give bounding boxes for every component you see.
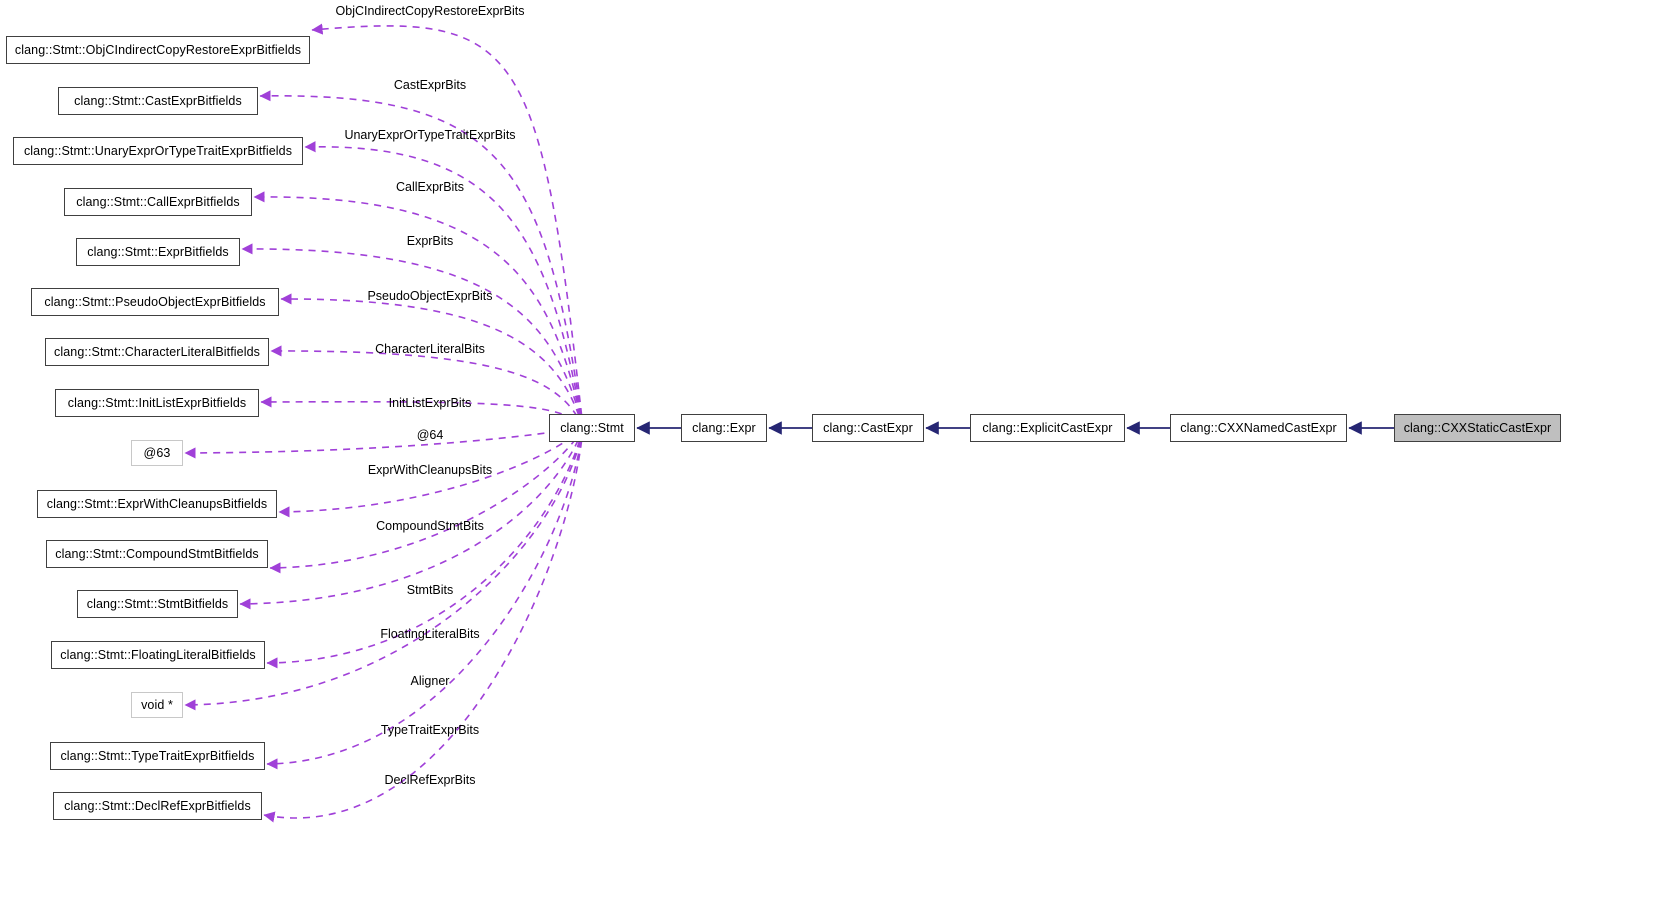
node-compoundstmtbf[interactable]: clang::Stmt::CompoundStmtBitfields — [46, 540, 268, 568]
node-cxxnamedcast[interactable]: clang::CXXNamedCastExpr — [1170, 414, 1347, 442]
edge-label-TypeTraitExprBits: TypeTraitExprBits — [380, 723, 480, 737]
node-voidptr[interactable]: void * — [131, 692, 183, 718]
node-objcindirect[interactable]: clang::Stmt::ObjCIndirectCopyRestoreExpr… — [6, 36, 310, 64]
edge-label-CharacterLiteralBits: CharacterLiteralBits — [375, 342, 485, 356]
usage-edge-stmt-to-stmtbf — [239, 427, 584, 610]
edge-label-CompoundStmtBits: CompoundStmtBits — [376, 519, 484, 533]
usage-edge-stmt-to-compoundstmtbf — [269, 427, 584, 574]
node-at63[interactable]: @63 — [131, 440, 183, 466]
usage-edge-stmt-to-callexprbf — [253, 191, 584, 429]
node-exprbf[interactable]: clang::Stmt::ExprBitfields — [76, 238, 240, 266]
node-castexpr[interactable]: clang::CastExpr — [812, 414, 924, 442]
node-unaryexprbf[interactable]: clang::Stmt::UnaryExprOrTypeTraitExprBit… — [13, 137, 303, 165]
node-pseudoobjbf[interactable]: clang::Stmt::PseudoObjectExprBitfields — [31, 288, 279, 316]
usage-edge-stmt-to-at63 — [184, 427, 584, 459]
usage-edge-stmt-to-declrefbf — [263, 427, 584, 823]
edge-label-DeclRefExprBits: DeclRefExprBits — [384, 773, 476, 787]
usage-edge-stmt-to-charlitbf — [270, 345, 584, 429]
edge-label-ExprBits: ExprBits — [406, 234, 454, 248]
edge-label-FloatingLiteralBits: FloatingLiteralBits — [380, 627, 480, 641]
node-charlitbf[interactable]: clang::Stmt::CharacterLiteralBitfields — [45, 338, 269, 366]
node-stmt[interactable]: clang::Stmt — [549, 414, 635, 442]
edge-label-Aligner: Aligner — [410, 674, 450, 688]
node-declrefbf[interactable]: clang::Stmt::DeclRefExprBitfields — [53, 792, 262, 820]
edge-label-UnaryExprOrTypeTraitExprBits: UnaryExprOrTypeTraitExprBits — [344, 128, 516, 142]
edge-label-StmtBits: StmtBits — [406, 583, 454, 597]
node-castexprbf[interactable]: clang::Stmt::CastExprBitfields — [58, 87, 258, 115]
node-callexprbf[interactable]: clang::Stmt::CallExprBitfields — [64, 188, 252, 216]
node-cxxstaticcast[interactable]: clang::CXXStaticCastExpr — [1394, 414, 1561, 442]
node-typetraitbf[interactable]: clang::Stmt::TypeTraitExprBitfields — [50, 742, 265, 770]
node-floatlitbf[interactable]: clang::Stmt::FloatingLiteralBitfields — [51, 641, 265, 669]
edge-label-ExprWithCleanupsBits: ExprWithCleanupsBits — [367, 463, 493, 477]
node-expr[interactable]: clang::Expr — [681, 414, 767, 442]
usage-edge-stmt-to-castexprbf — [259, 90, 584, 429]
node-exprwclnbf[interactable]: clang::Stmt::ExprWithCleanupsBitfields — [37, 490, 277, 518]
edge-label-PseudoObjectExprBits: PseudoObjectExprBits — [367, 289, 493, 303]
edge-label-CastExprBits: CastExprBits — [393, 78, 467, 92]
edge-label-ObjCIndirectCopyRestoreExprBits: ObjCIndirectCopyRestoreExprBits — [335, 4, 525, 18]
node-explicitcast[interactable]: clang::ExplicitCastExpr — [970, 414, 1125, 442]
edge-label-InitListExprBits: InitListExprBits — [388, 396, 472, 410]
edge-label-@64: @64 — [416, 428, 444, 442]
edge-label-CallExprBits: CallExprBits — [395, 180, 465, 194]
node-stmtbf[interactable]: clang::Stmt::StmtBitfields — [77, 590, 238, 618]
node-initlistbf[interactable]: clang::Stmt::InitListExprBitfields — [55, 389, 259, 417]
